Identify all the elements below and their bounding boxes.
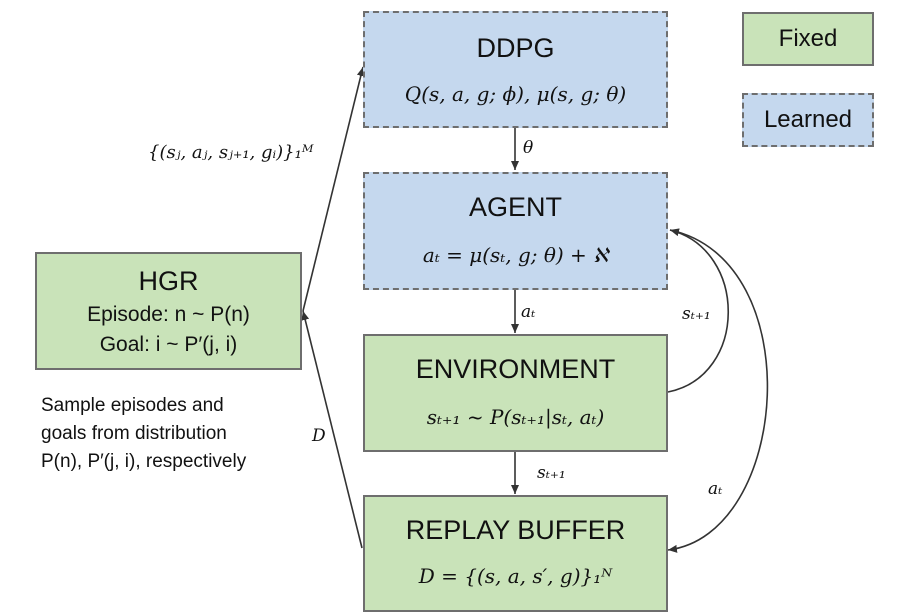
arrow-hgr-to-ddpg xyxy=(302,66,365,312)
edge-label-theta: θ xyxy=(523,138,534,158)
ddpg-formula: Q(s, a, g; ϕ), μ(s, g; θ) xyxy=(404,82,627,106)
edge-label-sampled-transitions: {(sⱼ, aⱼ, sⱼ₊₁, gᵢ)}₁ᴹ xyxy=(148,142,314,163)
edge-label-action-to-buffer: aₜ xyxy=(708,479,723,499)
edge-label-dataset: D xyxy=(312,426,326,446)
legend-learned: Learned xyxy=(742,93,874,147)
arrow-agent-to-buffer xyxy=(667,229,769,553)
arrow-environment-to-agent xyxy=(667,228,729,393)
hgr-box: HGR Episode: n ~ P(n) Goal: i ~ P′(j, i) xyxy=(35,252,302,370)
environment-formula: sₜ₊₁ ~ P(sₜ₊₁|sₜ, aₜ) xyxy=(426,405,605,429)
edge-label-next-state-feedback: sₜ₊₁ xyxy=(682,304,711,324)
replay-buffer-box: REPLAY BUFFER D = {(s, a, s′, g)}₁ᴺ xyxy=(363,495,668,612)
sampling-note: Sample episodes and goals from distribut… xyxy=(41,395,247,472)
ddpg-title: DDPG xyxy=(476,33,555,63)
legend-fixed-label: Fixed xyxy=(778,25,838,52)
environment-box: ENVIRONMENT sₜ₊₁ ~ P(sₜ₊₁|sₜ, aₜ) xyxy=(363,334,668,452)
agent-formula: aₜ = μ(sₜ, g; θ) + ℵ xyxy=(422,243,609,267)
ddpg-box: DDPG Q(s, a, g; ϕ), μ(s, g; θ) xyxy=(363,11,668,128)
hgr-goal-line: Goal: i ~ P′(j, i) xyxy=(99,333,238,356)
hgr-episode-line: Episode: n ~ P(n) xyxy=(87,303,250,326)
environment-title: ENVIRONMENT xyxy=(415,354,616,384)
legend-fixed: Fixed xyxy=(742,12,874,66)
hgr-title: HGR xyxy=(138,266,199,296)
edge-label-action: aₜ xyxy=(521,302,536,322)
agent-title: AGENT xyxy=(468,192,562,222)
edge-label-next-state: sₜ₊₁ xyxy=(537,463,566,483)
arrow-buffer-to-hgr xyxy=(301,310,363,549)
replay-buffer-title: REPLAY BUFFER xyxy=(405,515,626,545)
legend-learned-label: Learned xyxy=(763,106,853,133)
agent-box: AGENT aₜ = μ(sₜ, g; θ) + ℵ xyxy=(363,172,668,290)
replay-buffer-formula: D = {(s, a, s′, g)}₁ᴺ xyxy=(418,564,613,588)
